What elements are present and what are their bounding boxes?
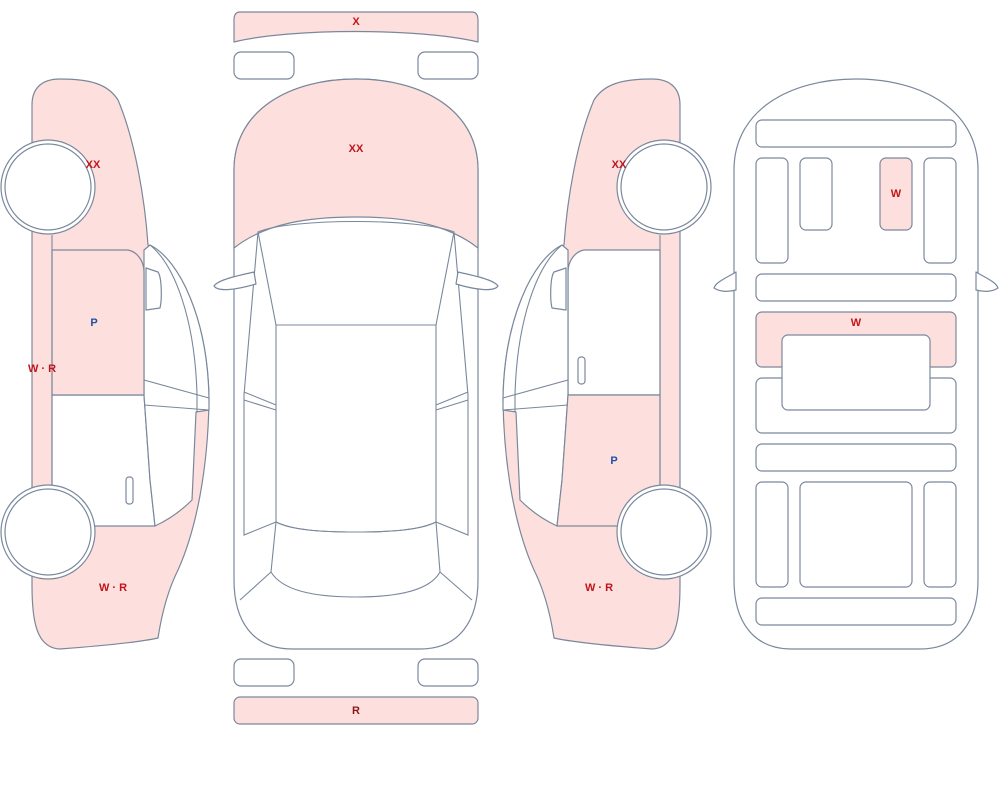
front-center-left-seat[interactable] — [799, 157, 833, 231]
dashboard-panel[interactable] — [755, 119, 957, 148]
rear-left-corner — [239, 571, 272, 601]
floor-panel-marker: W — [851, 317, 862, 329]
left-front-door-marker: P — [90, 317, 97, 329]
front-left-light[interactable] — [233, 51, 295, 80]
rear-left-panel[interactable] — [755, 481, 789, 588]
rear-panel[interactable] — [755, 597, 957, 626]
left-window-region[interactable] — [143, 244, 210, 527]
rear-right-panel[interactable] — [923, 481, 957, 588]
interior-left-mirror[interactable] — [713, 271, 737, 292]
top-view: X XX R — [213, 11, 499, 725]
front-bumper-marker: X — [352, 16, 360, 28]
rear-right-corner — [439, 571, 473, 601]
left-front-door[interactable] — [51, 249, 145, 396]
hood-marker: XX — [349, 143, 364, 155]
right-rear-quarter-marker: W · R — [585, 582, 613, 594]
left-mirror[interactable] — [145, 267, 162, 311]
left-door-handle[interactable] — [125, 476, 134, 505]
left-b-pillar-line — [143, 379, 210, 399]
front-center-right-seat[interactable] — [879, 157, 913, 231]
front-bumper[interactable] — [233, 11, 479, 43]
interior-right-mirror[interactable] — [975, 271, 999, 292]
rear-left-light[interactable] — [233, 658, 295, 687]
center-console[interactable] — [781, 334, 931, 411]
right-window-region[interactable] — [502, 244, 569, 527]
left-front-wheel[interactable] — [4, 143, 92, 231]
right-a-pillar-line — [514, 244, 563, 412]
left-front-fender-marker: XX — [86, 159, 101, 171]
right-rear-door-marker: P — [610, 455, 617, 467]
left-side-view: XX P W · R W · R — [0, 78, 210, 650]
front-crossmember[interactable] — [755, 273, 957, 302]
right-side-view: XX P W · R — [502, 78, 712, 650]
right-mirror[interactable] — [550, 267, 567, 311]
rear-bumper-marker: R — [352, 705, 360, 717]
right-front-wheel[interactable] — [620, 143, 708, 231]
right-door-handle[interactable] — [577, 356, 586, 385]
rear-crossmember[interactable] — [755, 443, 957, 472]
front-right-light[interactable] — [417, 51, 479, 80]
interior-view: W W — [713, 78, 999, 650]
right-b-pillar-line — [502, 379, 569, 399]
hood[interactable] — [233, 78, 479, 249]
trunk-floor[interactable] — [799, 481, 913, 588]
right-b-pillar-line-2 — [502, 404, 569, 411]
right-side-mirror[interactable] — [455, 271, 499, 291]
left-b-pillar-line-2 — [143, 404, 210, 411]
left-rear-wheel[interactable] — [4, 488, 92, 576]
left-a-pillar-line — [149, 244, 198, 412]
left-side-mirror[interactable] — [213, 271, 257, 291]
left-b-pillar — [243, 391, 277, 411]
right-rear-wheel[interactable] — [620, 488, 708, 576]
left-rocker-marker: W · R — [28, 363, 56, 375]
front-left-seat[interactable] — [755, 157, 789, 264]
rear-bumper[interactable] — [233, 696, 479, 725]
front-right-seat[interactable] — [923, 157, 957, 264]
rear-right-light[interactable] — [417, 658, 479, 687]
right-b-pillar — [435, 391, 469, 411]
right-front-fender-marker: XX — [612, 159, 627, 171]
left-rear-quarter-marker: W · R — [99, 582, 127, 594]
left-side-glass — [243, 231, 277, 536]
floor-seat-marker: W — [891, 188, 902, 200]
windshield — [257, 220, 455, 326]
right-side-glass — [435, 231, 469, 536]
